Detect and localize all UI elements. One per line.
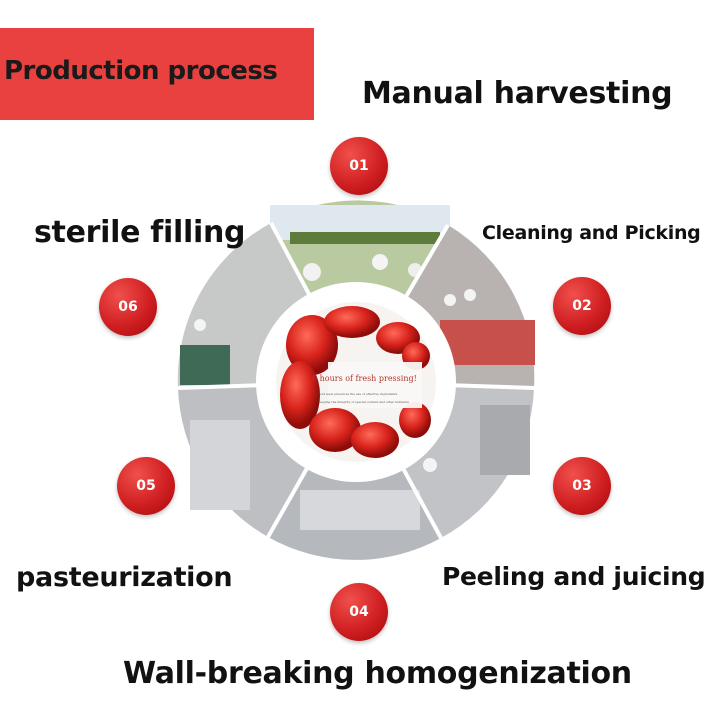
center-line-1: Gold level preserves the use of effectiv… xyxy=(318,392,398,396)
page-title: Production process xyxy=(4,56,278,86)
step-2-badge: 02 xyxy=(553,277,611,335)
step-4-badge: 04 xyxy=(330,583,388,641)
step-6-badge: 06 xyxy=(99,278,157,336)
center-line-2: Keeping the integrity of special content… xyxy=(318,400,409,404)
title-banner xyxy=(0,28,314,120)
step-3-badge: 03 xyxy=(553,457,611,515)
step-1-label: Manual harvesting xyxy=(362,76,673,111)
step-5-badge: 05 xyxy=(117,457,175,515)
step-4-label: Wall-breaking homogenization xyxy=(123,656,632,691)
step-1-badge: 01 xyxy=(330,137,388,195)
step-2-label: Cleaning and Picking xyxy=(482,222,701,244)
goji-berries-image xyxy=(280,306,431,458)
step-5-label: pasteurization xyxy=(16,562,233,593)
step-6-label: sterile filling xyxy=(34,215,246,250)
step-3-label: Peeling and juicing xyxy=(442,562,706,591)
center-headline: 6 hours of fresh pressing! xyxy=(312,374,417,383)
